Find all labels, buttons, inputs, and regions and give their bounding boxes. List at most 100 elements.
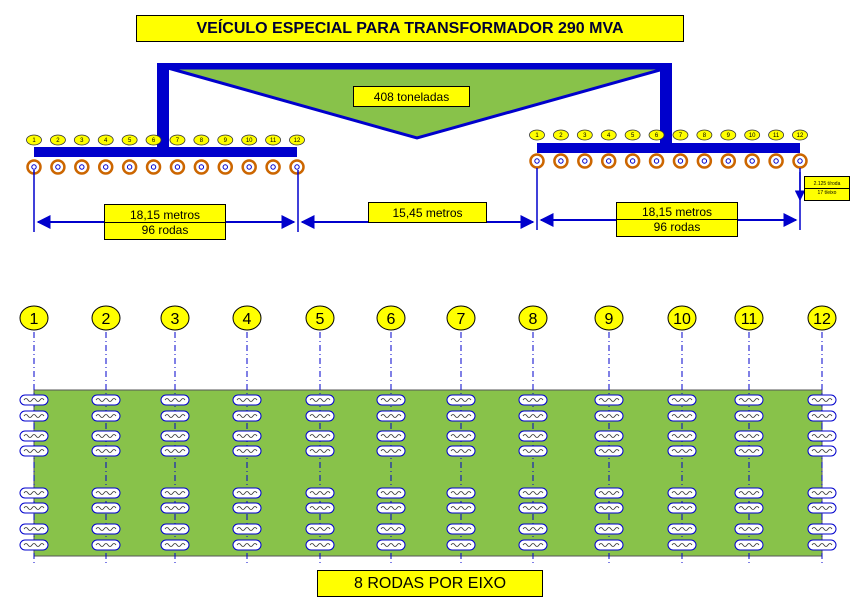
tire-tread xyxy=(236,527,258,531)
tire-tread xyxy=(23,543,45,547)
tire xyxy=(376,502,406,514)
tire xyxy=(594,394,624,406)
left-axle-marker-label: 12 xyxy=(294,138,301,144)
tire xyxy=(19,445,49,457)
tire-tread xyxy=(450,543,472,547)
tire-tread xyxy=(738,491,760,495)
tire-tread xyxy=(164,449,186,453)
tire xyxy=(807,502,837,514)
tire xyxy=(160,445,190,457)
tire-tread xyxy=(522,527,544,531)
tire-tread xyxy=(811,449,833,453)
tire-tread xyxy=(23,434,45,438)
axle-number: 3 xyxy=(171,311,180,328)
left-axle-marker xyxy=(217,134,234,146)
tire xyxy=(734,539,764,551)
tire-tread xyxy=(671,398,693,402)
right-axle-marker xyxy=(576,129,593,141)
tire xyxy=(305,410,335,422)
axle-number: 10 xyxy=(673,311,691,328)
tire xyxy=(160,430,190,442)
left-wheel-hub xyxy=(222,164,228,170)
right-axle-marker xyxy=(792,129,808,141)
tire xyxy=(305,394,335,406)
tire xyxy=(19,502,49,514)
tire xyxy=(734,394,764,406)
tire-tread xyxy=(380,491,402,495)
tire-tread xyxy=(164,491,186,495)
tire-tread xyxy=(811,398,833,402)
load-label: 408 toneladas xyxy=(353,86,470,107)
axle-number-badge xyxy=(91,305,121,331)
tire xyxy=(446,445,476,457)
right-axle-marker-label: 6 xyxy=(655,133,659,139)
tire-tread xyxy=(671,414,693,418)
tire xyxy=(160,523,190,535)
left-axle-marker-label: 6 xyxy=(152,138,156,144)
tire xyxy=(376,539,406,551)
left-axle-marker xyxy=(193,134,210,146)
tire-tread xyxy=(738,414,760,418)
tire xyxy=(518,410,548,422)
tire xyxy=(807,487,837,499)
axle-number-badge xyxy=(807,305,837,331)
tire xyxy=(594,539,624,551)
tire xyxy=(734,487,764,499)
tire-tread xyxy=(598,414,620,418)
tire xyxy=(518,487,548,499)
left-axle-marker-label: 1 xyxy=(32,138,36,144)
tire xyxy=(91,487,121,499)
tire xyxy=(305,487,335,499)
tire-tread xyxy=(23,449,45,453)
left-module-beam xyxy=(34,147,297,157)
tire-tread xyxy=(309,491,331,495)
right-module-dimension: 18,15 metros 96 rodas xyxy=(616,202,738,237)
left-axle-marker xyxy=(145,134,162,146)
axle-number-badge xyxy=(232,305,262,331)
tire xyxy=(446,539,476,551)
tire xyxy=(19,539,49,551)
gap-dimension: 15,45 metros xyxy=(368,202,487,223)
tire xyxy=(232,487,262,499)
right-axle-marker xyxy=(672,129,689,141)
tire-tread xyxy=(738,449,760,453)
tire-tread xyxy=(671,491,693,495)
tire-tread xyxy=(380,527,402,531)
tire-tread xyxy=(236,414,258,418)
right-bridge-column xyxy=(660,66,672,150)
tire xyxy=(594,523,624,535)
right-wheel-hub xyxy=(725,158,731,164)
tire-tread xyxy=(522,491,544,495)
tire xyxy=(667,430,697,442)
right-axle-marker-label: 11 xyxy=(773,133,780,139)
axle-number: 7 xyxy=(457,311,466,328)
tire xyxy=(19,410,49,422)
tire xyxy=(446,502,476,514)
right-axle-marker-label: 9 xyxy=(727,133,731,139)
tire-tread xyxy=(598,527,620,531)
tire-tread xyxy=(671,449,693,453)
right-wheel-hub xyxy=(606,158,612,164)
tire-tread xyxy=(236,506,258,510)
left-axle-marker-label: 9 xyxy=(224,138,228,144)
bridge-beam xyxy=(157,63,672,69)
tire xyxy=(91,410,121,422)
tire-tread xyxy=(309,414,331,418)
tire-tread xyxy=(95,527,117,531)
tire-tread xyxy=(236,491,258,495)
tire-tread xyxy=(811,527,833,531)
right-axle-marker xyxy=(696,129,713,141)
right-module-length: 18,15 metros xyxy=(641,205,713,219)
tire xyxy=(734,523,764,535)
axle-number-badge xyxy=(667,305,697,331)
tire-tread xyxy=(380,449,402,453)
tire-tread xyxy=(23,414,45,418)
tire xyxy=(594,487,624,499)
tire xyxy=(667,394,697,406)
tire xyxy=(376,430,406,442)
axle-number: 2 xyxy=(102,311,111,328)
tire xyxy=(807,394,837,406)
side-note: 2.125 t/roda 17 t/eixo xyxy=(804,176,850,201)
tire xyxy=(305,502,335,514)
tire xyxy=(232,502,262,514)
